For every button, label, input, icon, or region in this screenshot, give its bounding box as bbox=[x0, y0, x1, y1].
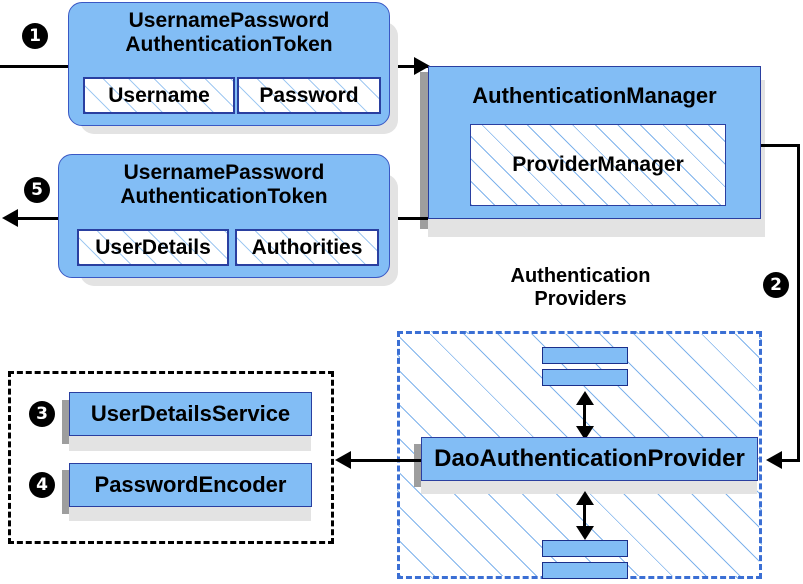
step-badge-3: 3 bbox=[29, 401, 55, 427]
response-token-title: UsernamePassword AuthenticationToken bbox=[59, 161, 389, 208]
user-details-service-box[interactable]: UserDetailsService bbox=[69, 392, 312, 436]
provider-manager-box[interactable]: ProviderManager bbox=[470, 124, 726, 206]
authentication-manager-title: AuthenticationManager bbox=[472, 83, 717, 109]
provider-link-bottom bbox=[583, 495, 586, 533]
step-badge-2: 2 bbox=[763, 272, 789, 298]
request-token-slot-password[interactable]: Password bbox=[237, 77, 381, 114]
arrowhead-request-to-manager bbox=[414, 57, 430, 75]
request-token-card[interactable]: UsernamePassword AuthenticationToken Use… bbox=[68, 2, 390, 126]
providers-title-line1: Authentication bbox=[510, 265, 651, 287]
provider-bar-bottom-1 bbox=[542, 540, 628, 557]
arrowhead-response-out bbox=[2, 209, 18, 227]
request-token-slot-username[interactable]: Username bbox=[83, 77, 235, 114]
provider-bar-top-1 bbox=[542, 347, 628, 364]
arrowhead-provider-to-services bbox=[335, 451, 351, 469]
arrowhead-step2-to-provider bbox=[766, 451, 782, 469]
step-badge-4: 4 bbox=[29, 472, 55, 498]
flow-line-step2-right bbox=[797, 144, 800, 461]
step-badge-1: 1 bbox=[22, 23, 48, 49]
flow-line-step2-bottom bbox=[782, 459, 800, 462]
flow-line-request-in bbox=[0, 65, 72, 68]
arrowhead-provider-bottom-down bbox=[576, 526, 594, 540]
flow-line-response-out bbox=[18, 217, 72, 220]
response-token-card[interactable]: UsernamePassword AuthenticationToken Use… bbox=[58, 154, 390, 278]
response-token-title-line2: AuthenticationToken bbox=[120, 184, 328, 208]
flow-line-request-out bbox=[390, 65, 428, 68]
provider-link-top bbox=[583, 395, 586, 433]
provider-bar-top-2 bbox=[542, 369, 628, 386]
dao-authentication-provider-box[interactable]: DaoAuthenticationProvider bbox=[421, 437, 758, 481]
step-badge-5: 5 bbox=[24, 177, 50, 203]
response-token-slot-authorities[interactable]: Authorities bbox=[235, 229, 379, 266]
flow-line-response-in bbox=[390, 217, 428, 220]
request-token-title-line2: AuthenticationToken bbox=[125, 32, 333, 56]
providers-title-line2: Providers bbox=[534, 288, 627, 310]
request-token-title: UsernamePassword AuthenticationToken bbox=[69, 9, 389, 56]
arrowhead-provider-top-down bbox=[576, 426, 594, 440]
flow-line-step2-top bbox=[761, 144, 800, 147]
arrowhead-provider-bottom-up bbox=[576, 491, 594, 505]
authentication-manager-box[interactable]: AuthenticationManager ProviderManager bbox=[428, 66, 761, 219]
arrowhead-provider-top-up bbox=[576, 391, 594, 405]
flow-line-provider-to-services bbox=[351, 459, 421, 462]
password-encoder-box[interactable]: PasswordEncoder bbox=[69, 463, 312, 507]
request-token-title-line1: UsernamePassword bbox=[128, 9, 330, 32]
provider-bar-bottom-2 bbox=[542, 562, 628, 579]
response-token-title-line1: UsernamePassword bbox=[123, 161, 325, 184]
services-region bbox=[8, 371, 334, 544]
providers-section-title: Authentication Providers bbox=[443, 265, 718, 311]
response-token-slot-userdetails[interactable]: UserDetails bbox=[77, 229, 229, 266]
